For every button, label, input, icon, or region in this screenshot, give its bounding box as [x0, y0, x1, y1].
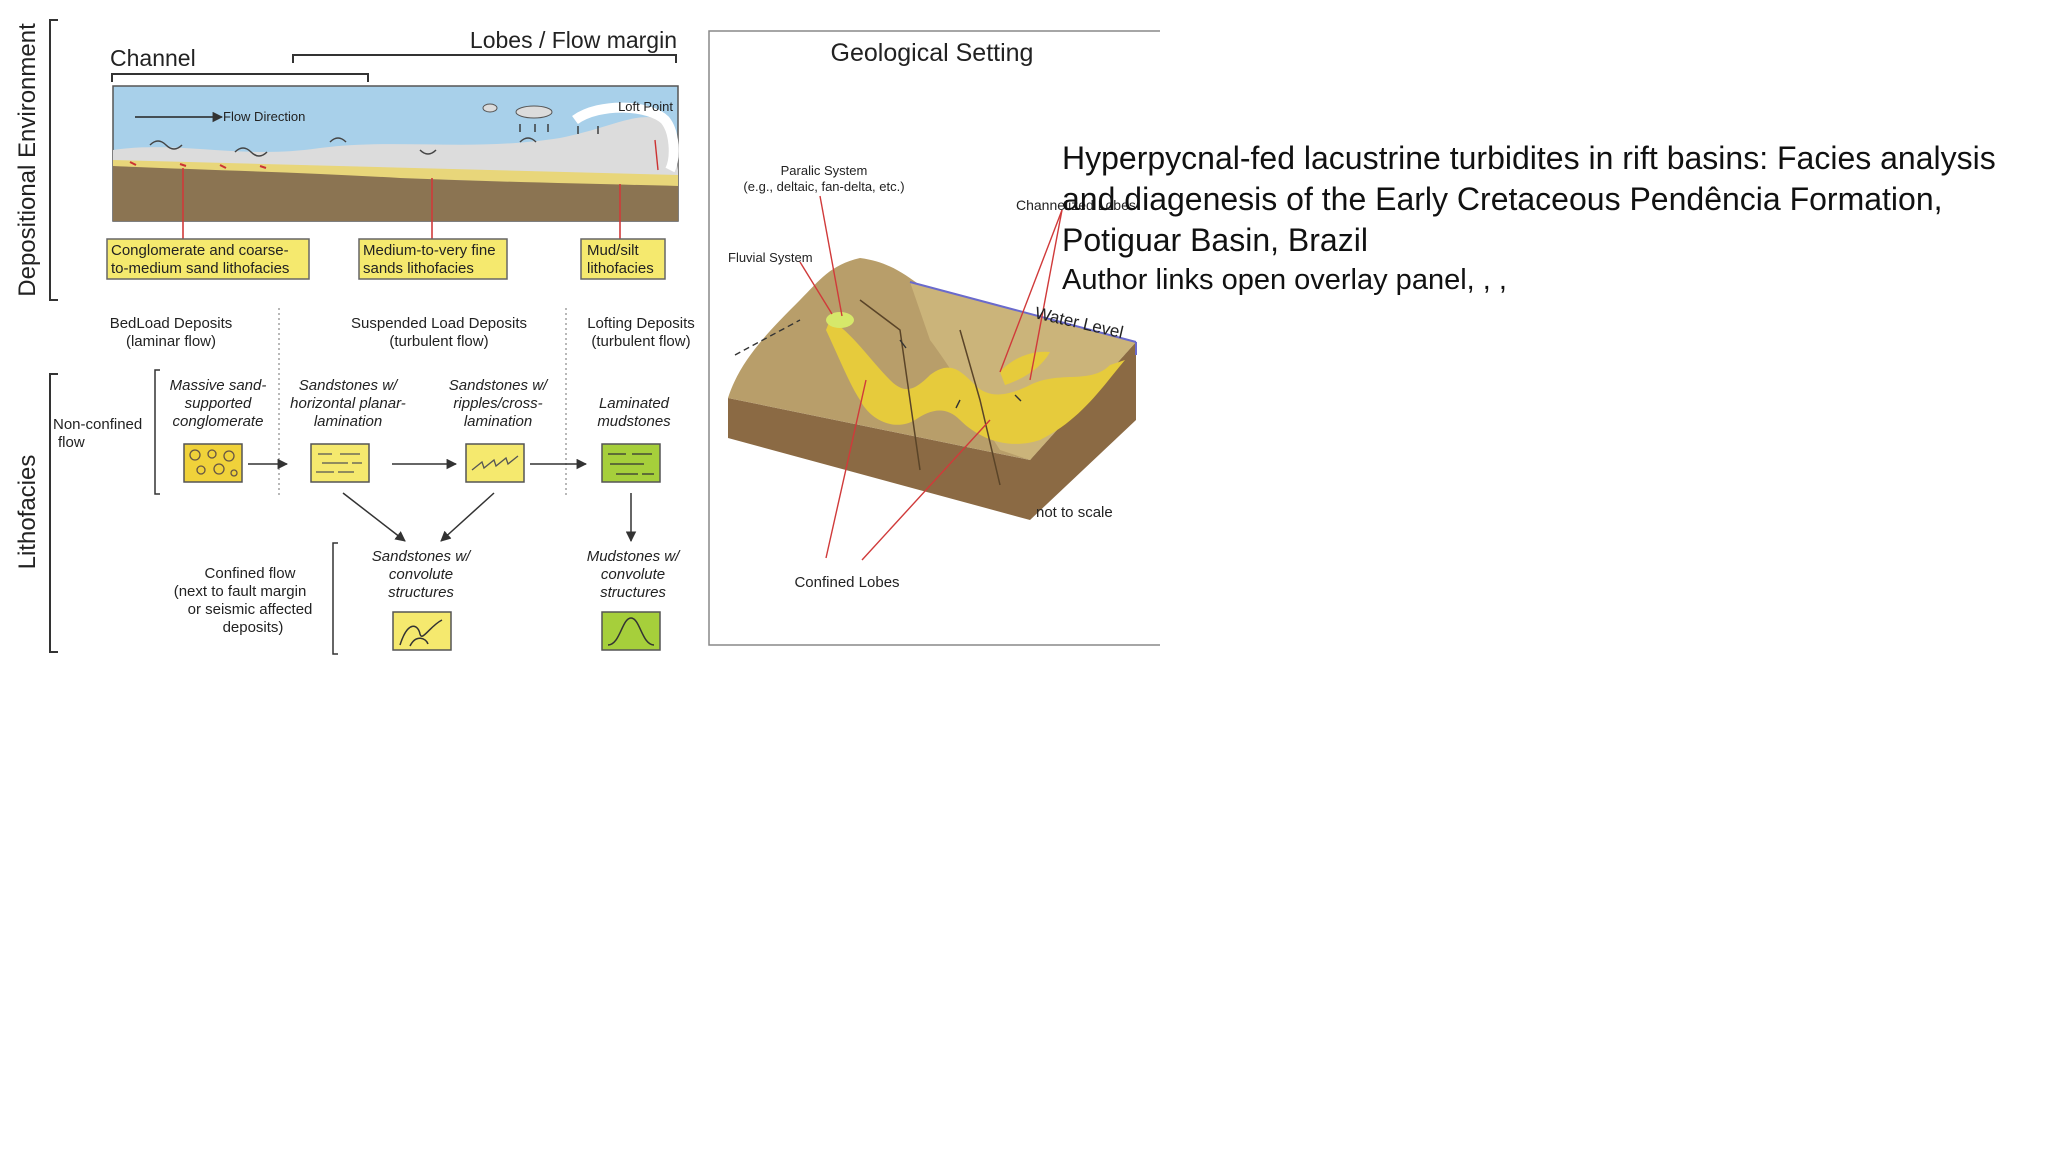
- confined-flow-label: Confined flow (next to fault margin or s…: [174, 565, 313, 636]
- suspended-deposits-header: Suspended Load Deposits (turbulent flow): [351, 315, 527, 350]
- svg-text:lamination: lamination: [464, 413, 532, 430]
- ripples-swatch: [465, 443, 525, 483]
- facies-laminated-mudstones-label: Laminated mudstones: [597, 395, 671, 430]
- conglomerate-swatch: [183, 443, 243, 483]
- svg-text:ripples/cross-: ripples/cross-: [453, 395, 542, 412]
- author-links[interactable]: Author links open overlay panel, , ,: [1062, 264, 1507, 296]
- non-confined-bracket: [154, 369, 160, 495]
- bedload-deposits-header: BedLoad Deposits (laminar flow): [110, 315, 233, 350]
- svg-text:Sandstones w/: Sandstones w/: [299, 377, 399, 394]
- svg-text:Medium-to-very fine: Medium-to-very fine: [363, 242, 496, 259]
- svg-text:Mud/silt: Mud/silt: [587, 242, 640, 259]
- not-to-scale-label: not to scale: [1036, 504, 1113, 521]
- depositional-environment-bracket: [49, 19, 58, 301]
- lobes-label: Lobes / Flow margin: [470, 27, 677, 53]
- svg-text:convolute: convolute: [601, 566, 665, 583]
- svg-text:horizontal planar-: horizontal planar-: [290, 395, 406, 412]
- svg-text:lithofacies: lithofacies: [587, 260, 654, 277]
- svg-text:convolute: convolute: [389, 566, 453, 583]
- confined-bracket: [332, 542, 338, 655]
- svg-text:Confined flow: Confined flow: [205, 565, 296, 582]
- svg-text:to-medium sand lithofacies: to-medium sand lithofacies: [111, 260, 289, 277]
- svg-text:(turbulent flow): (turbulent flow): [389, 333, 488, 350]
- svg-text:or seismic affected: or seismic affected: [188, 601, 313, 618]
- svg-text:(turbulent flow): (turbulent flow): [591, 333, 690, 350]
- svg-text:Sandstones w/: Sandstones w/: [449, 377, 549, 394]
- svg-text:Mudstones w/: Mudstones w/: [587, 548, 681, 565]
- paralic-system-example: (e.g., deltaic, fan-delta, etc.): [743, 179, 904, 194]
- block-diagram: [728, 258, 1137, 520]
- facies-diagram: Depositional Environment Lithofacies Cha…: [14, 19, 1160, 655]
- non-confined-label: Non-confined: [53, 416, 142, 433]
- geological-setting-title: Geological Setting: [831, 39, 1034, 67]
- svg-text:lamination: lamination: [314, 413, 382, 430]
- depositional-cross-section: [112, 85, 679, 222]
- article-title: Hyperpycnal-fed lacustrine turbidites in…: [1062, 140, 1996, 258]
- svg-text:structures: structures: [388, 584, 454, 601]
- convolute-mudstone-swatch: [601, 611, 661, 651]
- svg-text:Conglomerate and coarse-: Conglomerate and coarse-: [111, 242, 289, 259]
- svg-text:sands lithofacies: sands lithofacies: [363, 260, 474, 277]
- coarse-lithofacies-box: Conglomerate and coarse- to-medium sand …: [106, 238, 310, 280]
- facies-planar-lamination-label: Sandstones w/ horizontal planar- laminat…: [290, 377, 406, 430]
- cross-section-leaders: [182, 168, 621, 240]
- flow-direction-label: Flow Direction: [223, 109, 305, 124]
- convolute-mudstones-label: Mudstones w/ convolute structures: [587, 548, 681, 601]
- depositional-environment-label: Depositional Environment: [14, 23, 41, 297]
- confined-lobes-label: Confined Lobes: [794, 574, 899, 591]
- non-confined-label-2: flow: [58, 434, 85, 451]
- geo-leader-lines: [799, 195, 1063, 561]
- svg-text:deposits): deposits): [223, 619, 284, 636]
- lobes-bracket: [292, 54, 677, 63]
- laminated-mudstone-swatch: [601, 443, 661, 483]
- lofting-deposits-header: Lofting Deposits (turbulent flow): [587, 315, 695, 350]
- channelized-lobes-label: Channelized Lobes: [1016, 197, 1136, 213]
- fluvial-system-label: Fluvial System: [728, 250, 813, 265]
- svg-text:supported: supported: [185, 395, 252, 412]
- svg-text:(laminar flow): (laminar flow): [126, 333, 216, 350]
- svg-text:structures: structures: [600, 584, 666, 601]
- paralic-system-label: Paralic System: [781, 163, 868, 178]
- lithofacies-bracket: [49, 373, 58, 653]
- svg-text:Massive sand-: Massive sand-: [170, 377, 267, 394]
- svg-text:Laminated: Laminated: [599, 395, 670, 412]
- svg-text:(next to fault margin: (next to fault margin: [174, 583, 307, 600]
- svg-text:BedLoad Deposits: BedLoad Deposits: [110, 315, 233, 332]
- fine-sands-lithofacies-box: Medium-to-very fine sands lithofacies: [358, 238, 508, 280]
- channel-label: Channel: [110, 45, 196, 71]
- svg-text:conglomerate: conglomerate: [173, 413, 264, 430]
- facies-massive-conglomerate-label: Massive sand- supported conglomerate: [170, 377, 267, 430]
- facies-ripples-label: Sandstones w/ ripples/cross- lamination: [449, 377, 549, 430]
- channel-bracket: [111, 73, 369, 82]
- svg-text:Suspended Load Deposits: Suspended Load Deposits: [351, 315, 527, 332]
- svg-text:mudstones: mudstones: [597, 413, 671, 430]
- mud-silt-lithofacies-box: Mud/silt lithofacies: [580, 238, 666, 280]
- svg-text:Lofting Deposits: Lofting Deposits: [587, 315, 695, 332]
- convolute-sandstones-label: Sandstones w/ convolute structures: [372, 548, 472, 601]
- convolute-sandstone-swatch: [392, 611, 452, 651]
- article-info: Hyperpycnal-fed lacustrine turbidites in…: [1062, 138, 2002, 299]
- svg-text:Sandstones w/: Sandstones w/: [372, 548, 472, 565]
- loft-point-label: Loft Point: [618, 99, 673, 114]
- facies-arrows: [248, 458, 637, 543]
- lithofacies-label: Lithofacies: [14, 455, 41, 570]
- planar-lamination-swatch: [310, 443, 370, 483]
